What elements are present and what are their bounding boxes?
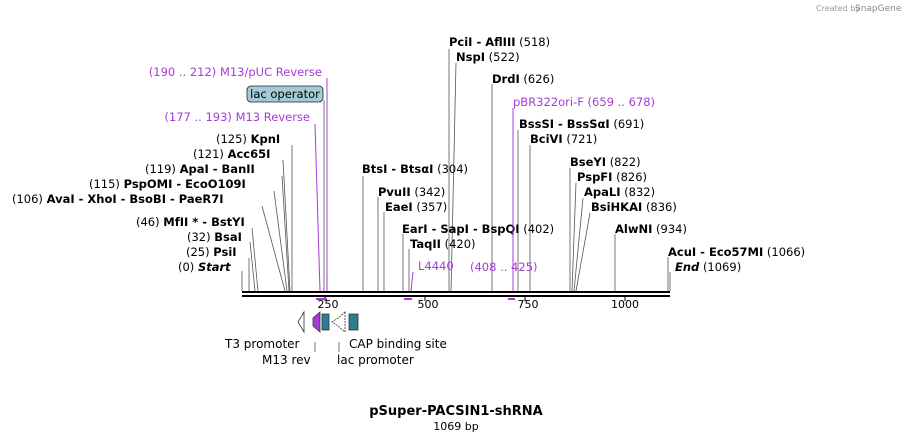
site-apaI-banII: (119) ApaI - BanII xyxy=(145,162,255,176)
primer-l4440-range: (408 .. 425) xyxy=(470,260,538,274)
svg-text:lac operator: lac operator xyxy=(250,87,320,101)
primer-pbr322ori-f: pBR322ori-F (659 .. 678) xyxy=(513,95,655,109)
site-apaLI: ApaLI (832) xyxy=(584,185,655,199)
lac-promoter-arrow xyxy=(331,311,346,333)
m13-rev-label: M13 rev xyxy=(262,353,311,367)
site-earI-group: EarI - SapI - BspQI (402) xyxy=(402,222,554,236)
primer-m13-puc-reverse: (190 .. 212) M13/pUC Reverse xyxy=(149,65,322,79)
primer-l4440: L4440 xyxy=(418,259,454,273)
site-pspOMI-group: (115) PspOMI - EcoO109I xyxy=(89,177,246,191)
site-taqII: TaqII (420) xyxy=(410,237,476,251)
plasmid-title: pSuper-PACSIN1-shRNA xyxy=(369,404,543,419)
site-psiI: (25) PsiI xyxy=(186,245,237,259)
site-bsiHKAI: BsiHKAI (836) xyxy=(591,200,677,214)
ruler-tick-1000: 1000 xyxy=(611,298,639,311)
backbone xyxy=(242,291,670,297)
lac-operator-label: lac operator xyxy=(246,85,324,103)
plasmid-length: 1069 bp xyxy=(433,420,478,433)
lac-operator-box xyxy=(321,313,330,331)
t3-promoter-label: T3 promoter xyxy=(224,337,300,351)
site-acuI: AcuI - Eco57MI (1066) xyxy=(668,245,805,259)
ruler-tick-250: 250 xyxy=(318,298,339,311)
site-drdI: DrdI (626) xyxy=(492,72,554,86)
site-pspFI: PspFI (826) xyxy=(577,170,647,184)
site-pvuII: PvuII (342) xyxy=(378,185,445,199)
ruler-tick-750: 750 xyxy=(518,298,539,311)
site-bseYI: BseYI (822) xyxy=(570,155,641,169)
m13-rev-arrow xyxy=(312,311,321,333)
site-labels: (0) Start (25) PsiI (32) BsaI (46) MfII … xyxy=(12,35,805,274)
site-end: End (1069) xyxy=(675,260,741,274)
site-bciVI: BciVI (721) xyxy=(530,132,597,146)
feature-track xyxy=(297,310,359,352)
site-nspI: NspI (522) xyxy=(456,50,520,64)
site-start: (0) Start xyxy=(178,260,231,274)
site-eaeI: EaeI (357) xyxy=(385,200,447,214)
lac-promoter-label: lac promoter xyxy=(337,353,414,367)
site-avaI-group: (106) AvaI - XhoI - BsoBI - PaeR7I xyxy=(12,192,224,206)
cap-binding-site-box xyxy=(348,313,359,331)
site-pciI-aflIII: PciI - AflIII (518) xyxy=(449,35,550,49)
t3-promoter-arrow xyxy=(297,310,305,334)
site-mfII-bstYI: (46) MfII * - BstYI xyxy=(136,215,245,229)
primer-m13-reverse: (177 .. 193) M13 Reverse xyxy=(164,110,310,124)
credit-text: Created by xyxy=(816,4,860,13)
ruler: 250 500 750 1000 xyxy=(318,297,639,311)
site-bsaI: (32) BsaI xyxy=(187,230,242,244)
site-acc65I: (121) Acc65I xyxy=(193,147,270,161)
site-leaders xyxy=(241,49,671,292)
site-kpnI: (125) KpnI xyxy=(216,132,280,146)
site-alwNI: AlwNI (934) xyxy=(615,222,687,236)
primer-marks xyxy=(314,78,515,300)
ruler-tick-500: 500 xyxy=(418,298,439,311)
site-btsI: BtsI - BtsαI (304) xyxy=(362,162,468,176)
site-bssSI: BssSI - BssSαI (691) xyxy=(519,117,644,131)
snapgene-brand: SnapGene xyxy=(855,4,902,14)
cap-binding-site-label: CAP binding site xyxy=(349,337,447,351)
